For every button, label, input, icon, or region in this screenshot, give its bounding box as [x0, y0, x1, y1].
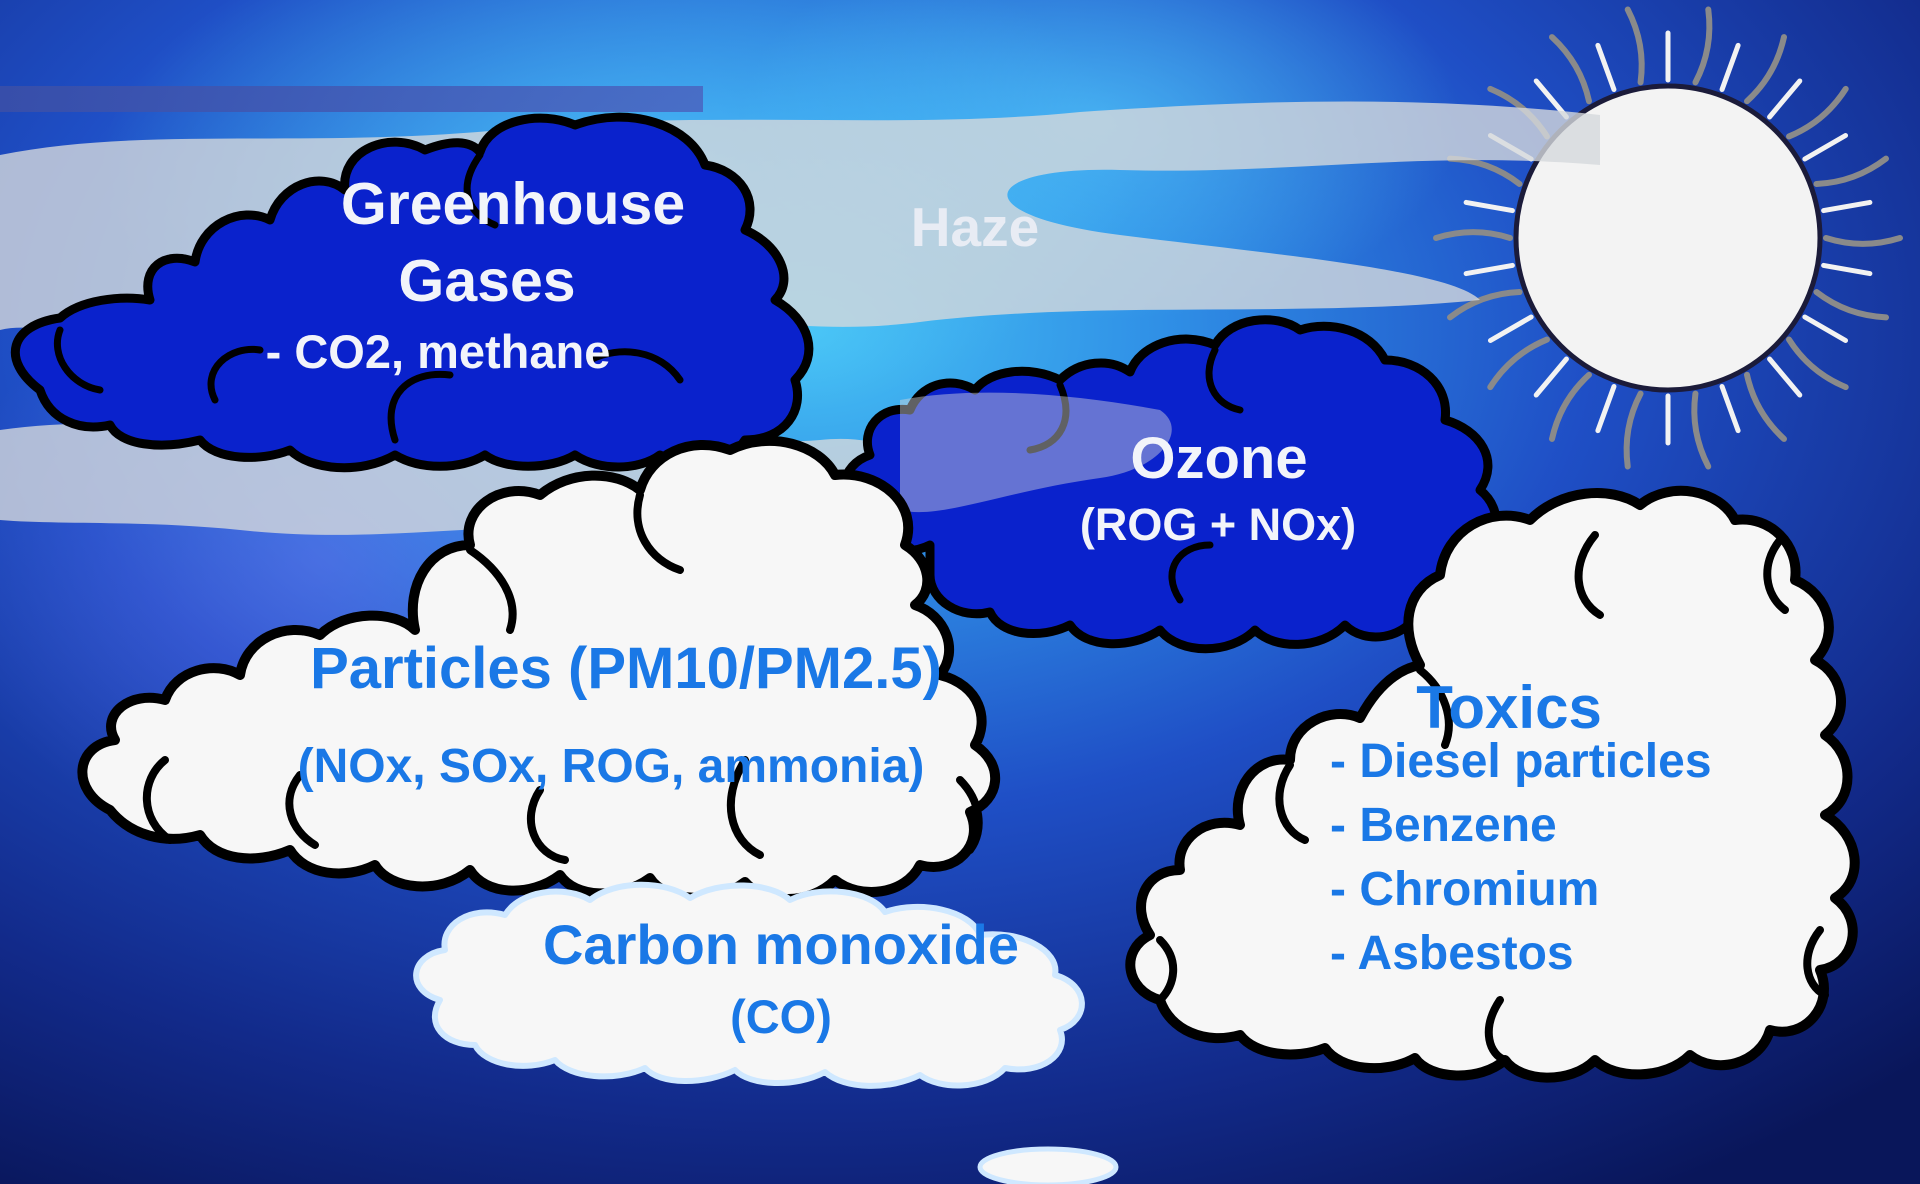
sun-ray	[1786, 336, 1849, 391]
sun-ray	[1823, 235, 1903, 247]
sun-ray	[1595, 42, 1617, 93]
sun-ray	[1767, 356, 1803, 398]
sun-ray	[1821, 262, 1873, 277]
particles-subtitle: (NOx, SOx, ROG, ammonia)	[297, 740, 925, 793]
sun-ray	[1463, 262, 1515, 277]
particles-cloud	[77, 435, 1001, 904]
sun-ray	[1549, 34, 1592, 105]
greenhouse-subtitle: - CO2, methane	[265, 325, 611, 378]
sun-ray	[1767, 78, 1803, 120]
toxics-cloud-detail	[1156, 531, 1829, 1064]
sun-ray	[1487, 314, 1534, 343]
greenhouse-title-line2: Gases	[398, 248, 576, 314]
carbon-monoxide-title: Carbon monoxide	[542, 913, 1020, 976]
sun-ray	[1786, 85, 1849, 140]
greenhouse-title-line1: Greenhouse	[340, 171, 686, 237]
sun-ray	[1821, 199, 1873, 214]
carbon-monoxide-cloud	[413, 881, 1085, 1089]
toxics-item: - Chromium	[1330, 863, 1600, 916]
sun-ray	[1446, 289, 1523, 321]
sun-ray	[1463, 199, 1515, 214]
sun-ray	[1533, 78, 1569, 120]
particles-cloud-detail	[142, 491, 983, 864]
sun-ray	[1692, 6, 1713, 86]
haze-label: Haze	[910, 196, 1040, 258]
sun-ray	[1802, 314, 1849, 343]
sun-ray	[1533, 356, 1569, 398]
ozone-subtitle: (ROG + NOx)	[1079, 499, 1357, 550]
particles-title: Particles (PM10/PM2.5)	[310, 636, 942, 701]
toxics-title: Toxics	[1416, 674, 1602, 741]
sun-ray	[1813, 289, 1890, 321]
ozone-cloud-detail	[1026, 346, 1244, 604]
toxics-item: - Diesel particles	[1330, 735, 1712, 788]
sun-ray	[1595, 383, 1617, 434]
haze-overlay	[900, 392, 1172, 513]
toxics-item: - Benzene	[1330, 799, 1557, 852]
sun-ray	[1624, 6, 1645, 86]
sun-ray	[1433, 229, 1513, 241]
sun-ray	[1719, 383, 1741, 434]
sun-ray	[1623, 390, 1644, 470]
sun-ray	[1691, 390, 1712, 470]
sun-ray	[1744, 34, 1787, 105]
ozone-cloud	[839, 315, 1501, 654]
carbon-monoxide-subtitle: (CO)	[730, 990, 832, 1043]
sun-ray	[1813, 155, 1890, 187]
sun-ray	[1802, 133, 1849, 162]
greenhouse-cloud-detail	[53, 151, 684, 444]
sun-ray	[1549, 371, 1592, 442]
small-puff	[977, 1146, 1119, 1184]
toxics-item: - Asbestos	[1330, 927, 1574, 980]
sun-ray	[1744, 371, 1787, 442]
ozone-title: Ozone	[1130, 426, 1308, 491]
sun-ray	[1487, 336, 1550, 391]
sun-ray	[1719, 42, 1741, 93]
title-bar-strip	[0, 86, 703, 112]
